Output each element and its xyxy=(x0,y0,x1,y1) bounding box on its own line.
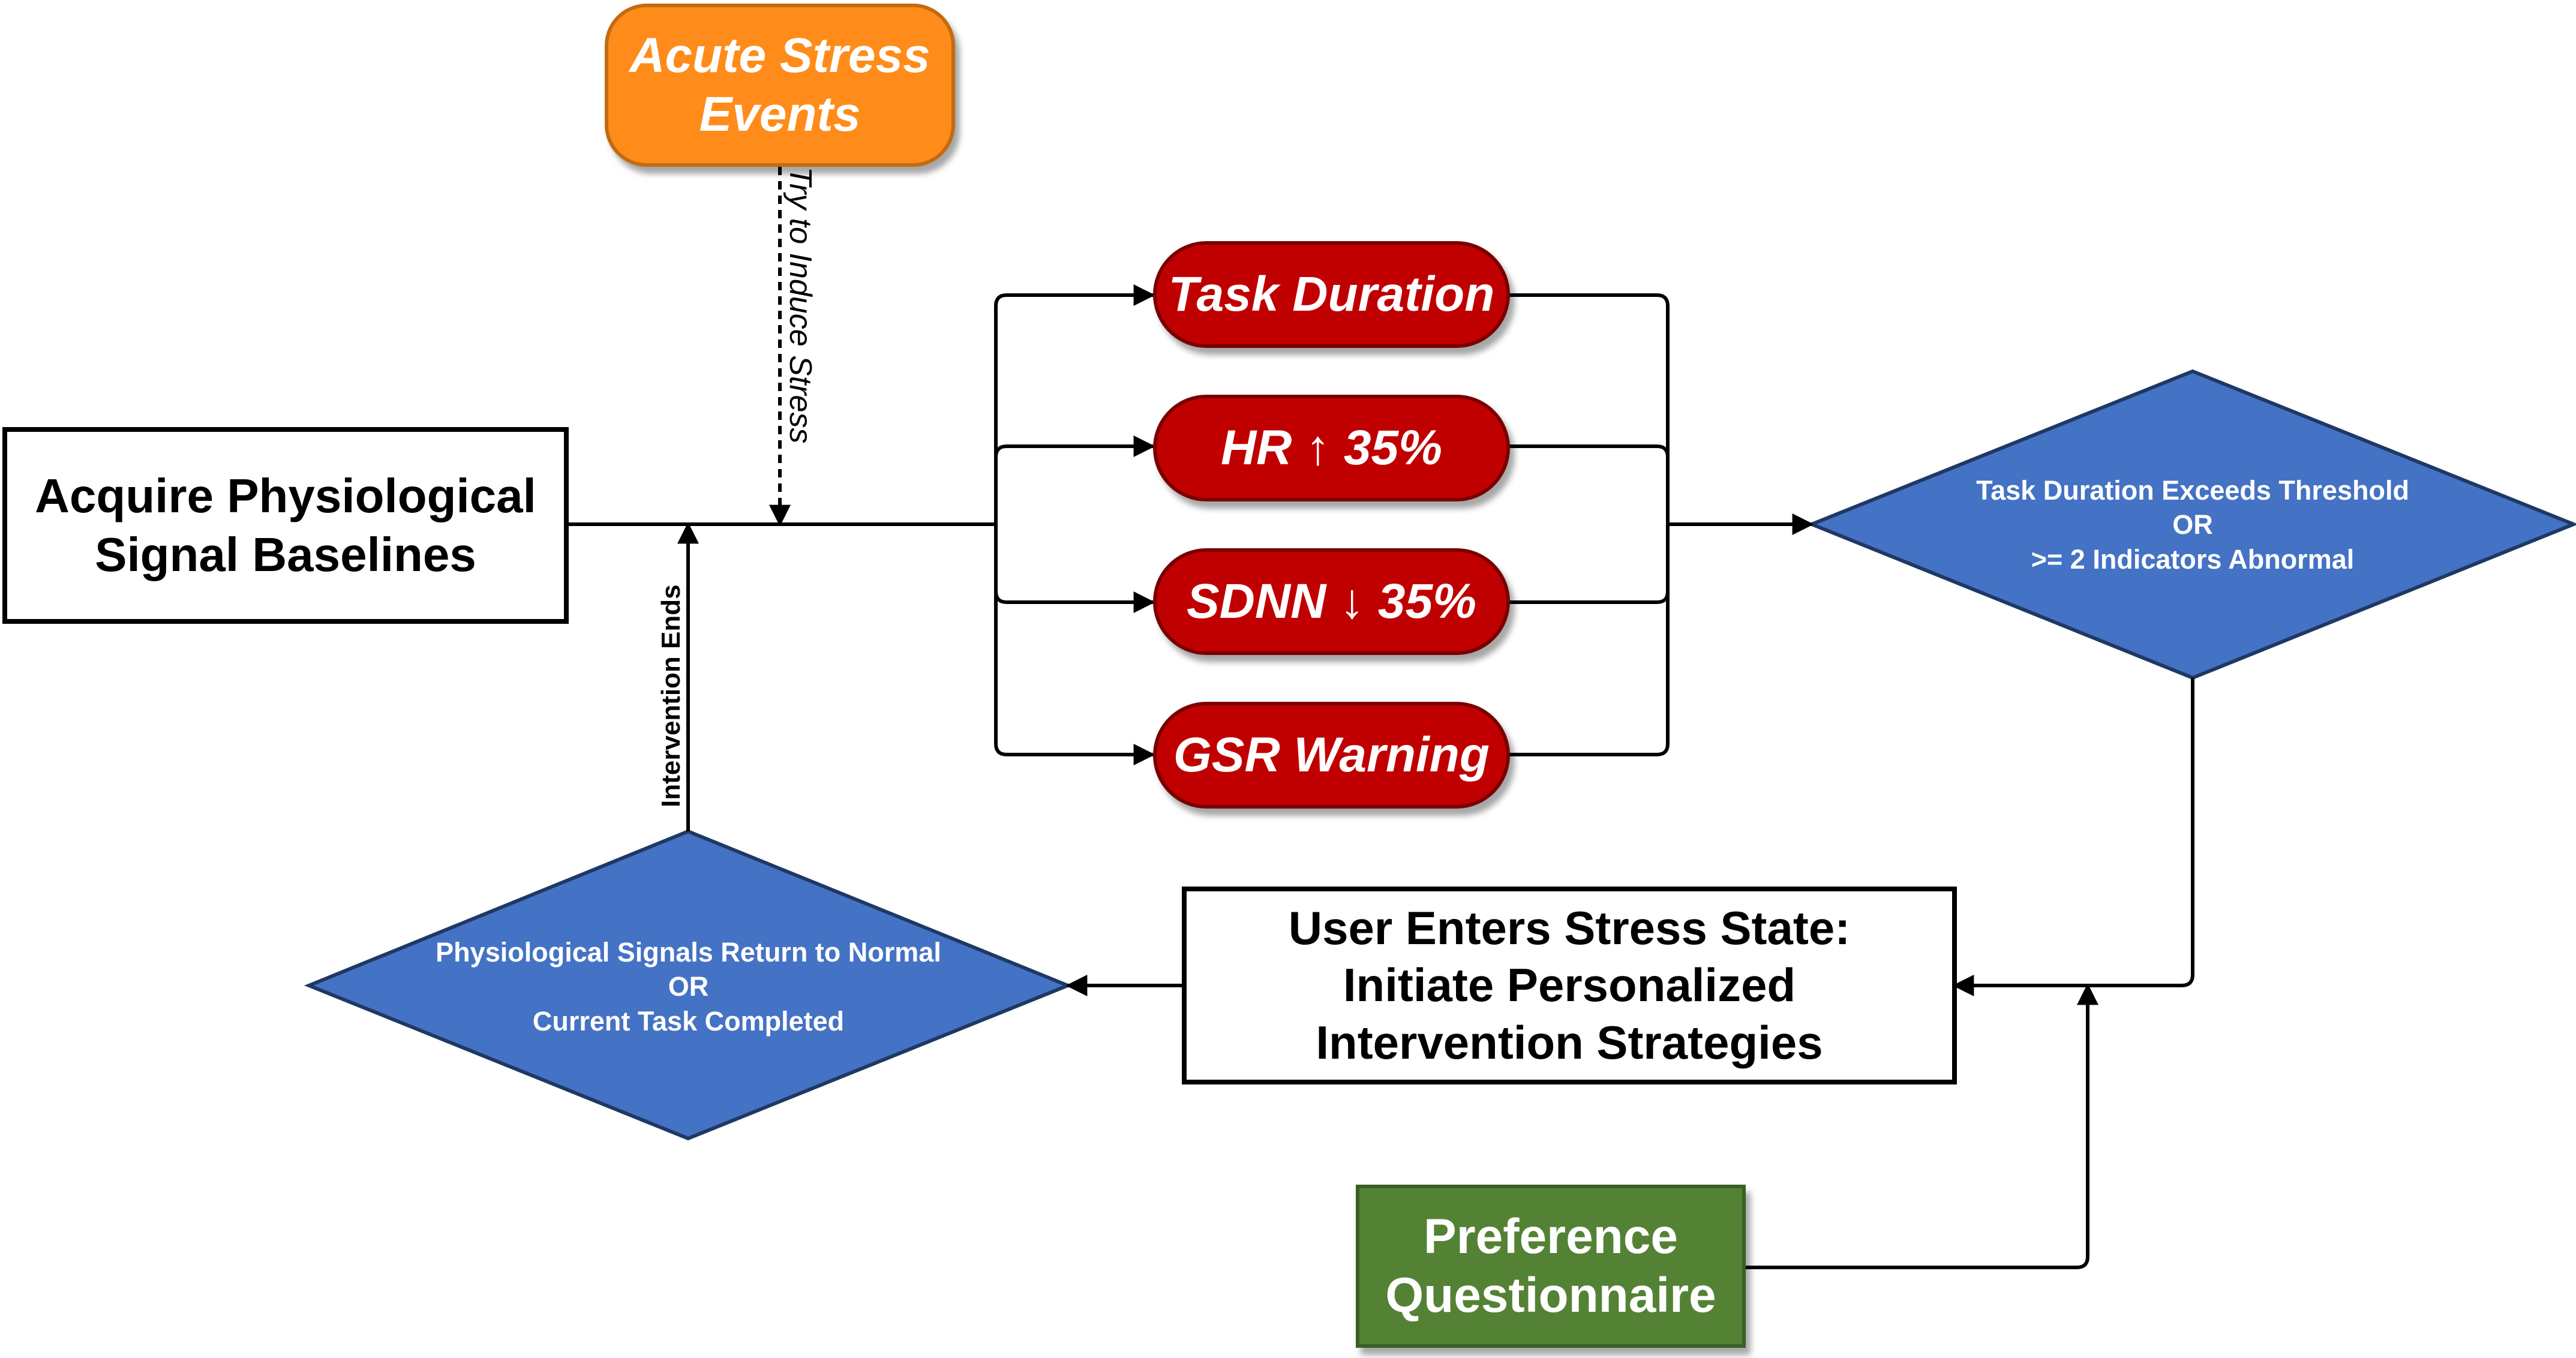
questionnaire-line1: Preference xyxy=(1424,1209,1678,1264)
edge-split-to-task xyxy=(994,284,1155,524)
decision-diamond-end xyxy=(304,829,1073,1141)
stress-state-line2: Initiate Personalized xyxy=(1343,959,1796,1012)
acute-stress-node: Acute Stress Events xyxy=(605,4,955,167)
induce-stress-label: Try to Induce Stress xyxy=(783,167,818,444)
sdnn-node: SDNN ↓ 35% xyxy=(1153,548,1510,655)
edge-hr-to-merge xyxy=(1509,444,1670,524)
task-duration-node: Task Duration xyxy=(1153,241,1510,348)
decision-end-line1: Physiological Signals Return to Normal xyxy=(436,937,941,968)
decision-stress-line2: OR xyxy=(2172,509,2213,540)
hr-node: HR ↑ 35% xyxy=(1153,395,1510,501)
edge-split-to-hr xyxy=(994,435,1155,524)
decision-stress-line3: >= 2 Indicators Abnormal xyxy=(2031,543,2355,575)
edge-split-to-gsr xyxy=(994,524,1155,765)
decision-stress-text: Task Duration Exceeds Threshold OR >= 2 … xyxy=(1902,462,2484,588)
questionnaire-node: Preference Questionnaire xyxy=(1356,1185,1746,1348)
stress-state-line3: Intervention Strategies xyxy=(1316,1016,1823,1069)
intervention-ends-label: Intervention Ends xyxy=(656,584,686,807)
edge-decision-to-stress-state xyxy=(1952,678,2194,996)
decision-stress-line1: Task Duration Exceeds Threshold xyxy=(1976,475,2409,506)
decision-end-line2: OR xyxy=(668,971,709,1002)
edge-gsr-to-merge xyxy=(1509,524,1670,756)
acute-stress-line1: Acute Stress xyxy=(629,28,930,83)
decision-end-line3: Current Task Completed xyxy=(532,1005,845,1036)
baseline-node: Acquire Physiological Signal Baselines xyxy=(2,427,569,624)
stress-state-node: User Enters Stress State: Initiate Perso… xyxy=(1182,887,1957,1084)
acute-stress-line2: Events xyxy=(699,87,861,142)
edge-questionnaire-to-stress-state xyxy=(1743,983,2098,1269)
questionnaire-line2: Questionnaire xyxy=(1385,1268,1716,1323)
stress-state-line1: User Enters Stress State: xyxy=(1288,902,1851,955)
decision-end-text: Physiological Signals Return to Normal O… xyxy=(396,924,981,1050)
baseline-line1: Acquire Physiological xyxy=(35,469,536,523)
gsr-node: GSR Warning xyxy=(1153,702,1510,809)
edge-split-to-sdnn xyxy=(994,524,1155,613)
baseline-line2: Signal Baselines xyxy=(95,528,476,581)
edge-sdnn-to-merge xyxy=(1509,524,1670,604)
edge-task-to-merge xyxy=(1509,293,1670,524)
